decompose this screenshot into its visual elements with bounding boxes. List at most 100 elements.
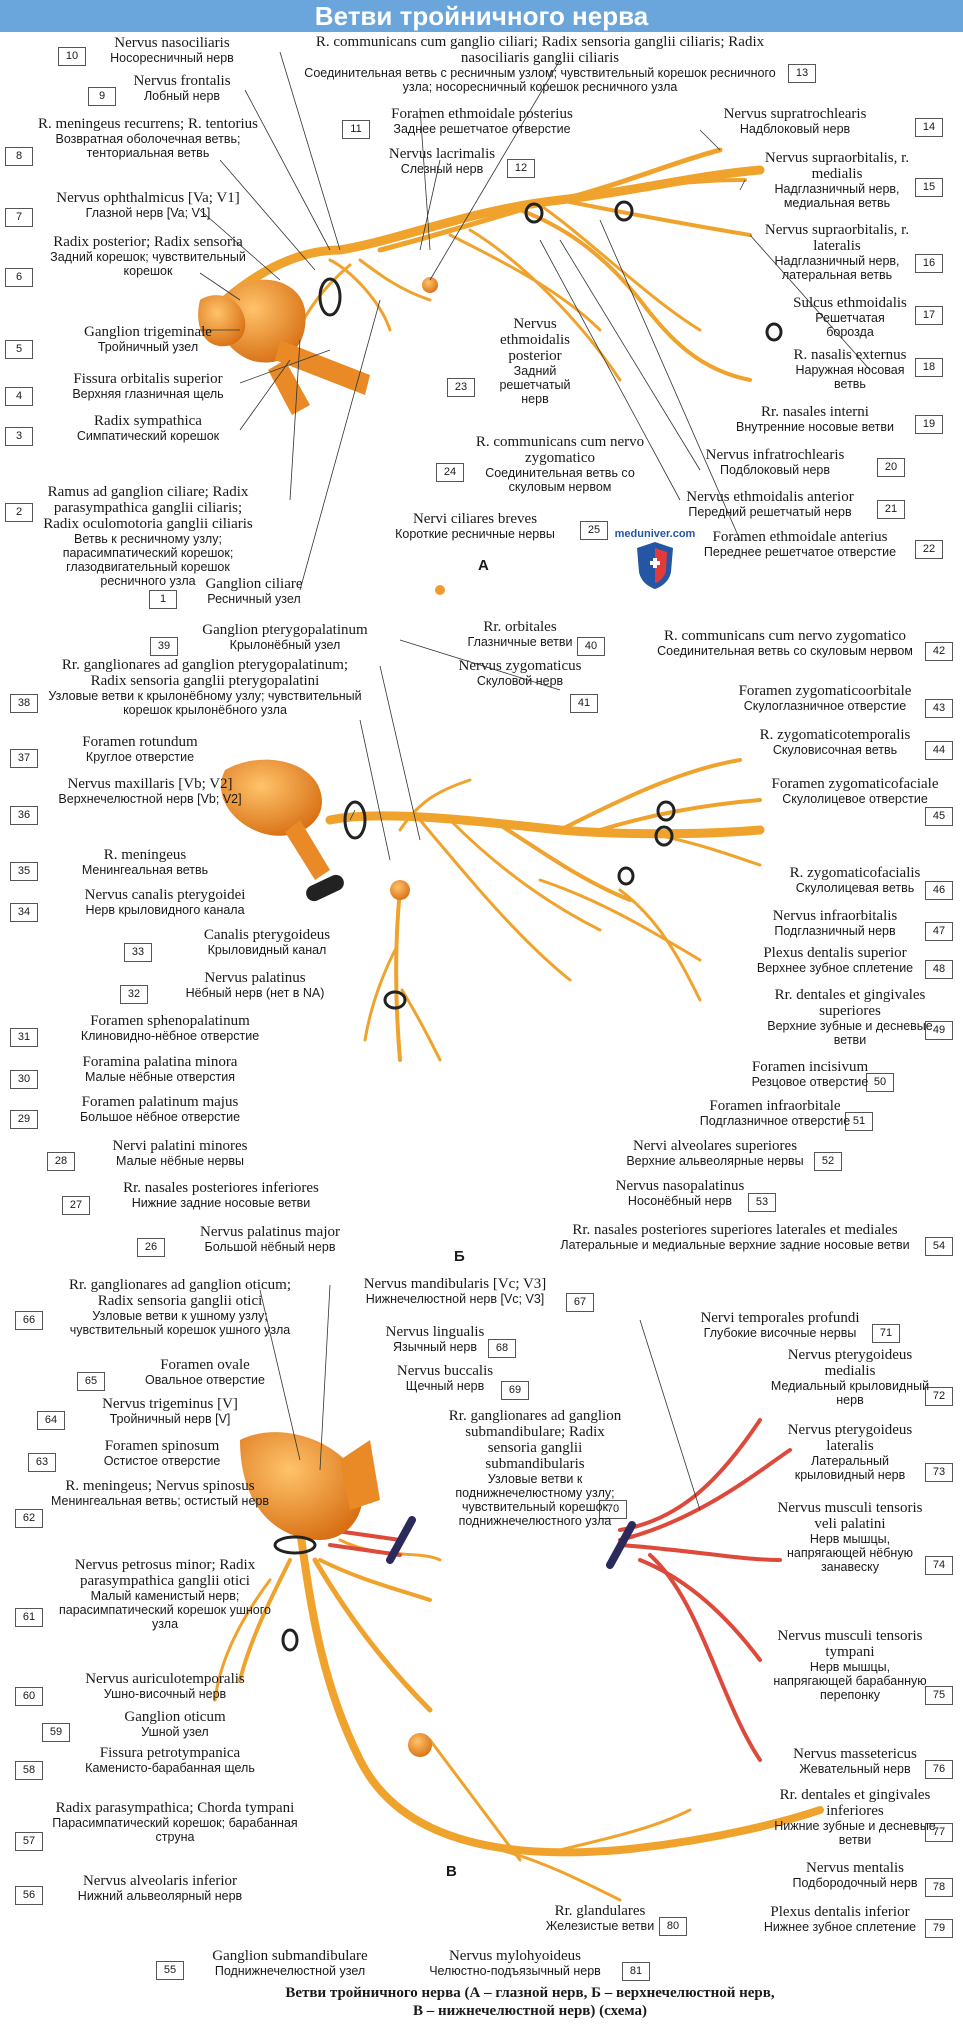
label-number-4: 4 bbox=[5, 387, 33, 406]
label-number-73: 73 bbox=[925, 1463, 953, 1482]
label-latin: Ganglion pterygopalatinum bbox=[202, 622, 368, 638]
label-latin: Nervus pterygoideus medialis bbox=[787, 1347, 913, 1379]
label-russian: Язычный нерв bbox=[392, 1340, 478, 1354]
label-russian: Симпатический корешок bbox=[76, 429, 220, 443]
label-number-64: 64 bbox=[37, 1411, 65, 1430]
label-number-61: 61 bbox=[15, 1608, 43, 1627]
label-russian: Наружная носовая ветвь bbox=[795, 363, 905, 391]
label-latin: Nervus palatinus major bbox=[200, 1224, 340, 1240]
label-number-81: 81 bbox=[622, 1962, 650, 1981]
label-latin: Foramen sphenopalatinum bbox=[90, 1013, 250, 1029]
label-latin: R. meningeus bbox=[103, 847, 187, 863]
label-russian: Скуловой нерв bbox=[476, 674, 564, 688]
label-latin: Nervus zygomaticus bbox=[458, 658, 582, 674]
label-number-41: 41 bbox=[570, 694, 598, 713]
label-latin: Foramen rotundum bbox=[82, 734, 198, 750]
label-number-2: 2 bbox=[5, 503, 33, 522]
label-number-15: 15 bbox=[915, 178, 943, 197]
label-russian: Менингеальная ветвь bbox=[81, 863, 209, 877]
label-russian: Носоресничный нерв bbox=[110, 51, 234, 65]
section-a-drawing bbox=[198, 147, 783, 415]
label-latin: Nervus infraorbitalis bbox=[772, 908, 898, 924]
label-latin: Nervus nasociliaris bbox=[114, 35, 230, 51]
label-russian: Лобный нерв bbox=[143, 89, 221, 103]
label-number-68: 68 bbox=[488, 1339, 516, 1358]
label-latin: Nervus musculi tensoris veli palatini bbox=[777, 1500, 923, 1532]
label-russian: Парасимпатический корешок; барабанная ст… bbox=[52, 1816, 298, 1844]
label-number-14: 14 bbox=[915, 118, 943, 137]
label-latin: Ganglion trigeminale bbox=[84, 324, 212, 340]
label-latin: Foramen zygomaticofaciale bbox=[771, 776, 939, 792]
label-latin: Rr. ganglionares ad ganglion submandibul… bbox=[448, 1408, 622, 1472]
label-number-49: 49 bbox=[925, 1021, 953, 1040]
label-number-6: 6 bbox=[5, 268, 33, 287]
label-number-36: 36 bbox=[10, 806, 38, 825]
label-latin: Nervus pterygoideus lateralis bbox=[787, 1422, 913, 1454]
label-russian: Надглазничный нерв, медиальная ветвь bbox=[774, 182, 900, 210]
label-latin: Nervi ciliares breves bbox=[412, 511, 538, 527]
label-latin: Nervus maxillaris [Vb; V2] bbox=[67, 776, 233, 792]
label-number-20: 20 bbox=[877, 458, 905, 477]
label-russian: Челюстно-подъязычный нерв bbox=[429, 1964, 601, 1978]
label-latin: R. zygomaticofacialis bbox=[789, 865, 921, 881]
label-russian: Нижнечелюстной нерв [Vc; V3] bbox=[365, 1292, 545, 1306]
label-russian: Малые нёбные нервы bbox=[116, 1154, 244, 1168]
label-latin: Nervus petrosus minor; Radix parasympath… bbox=[74, 1557, 256, 1589]
label-number-66: 66 bbox=[15, 1311, 43, 1330]
label-38: Rr. ganglionares ad ganglion pterygopala… bbox=[45, 657, 365, 717]
label-russian: Подглазничное отверстие bbox=[699, 1114, 851, 1128]
label-russian: Ветвь к ресничному узлу; парасимпатическ… bbox=[62, 532, 234, 588]
label-russian: Нижнее зубное сплетение bbox=[763, 1920, 917, 1934]
label-russian: Жевательный нерв bbox=[799, 1762, 911, 1776]
label-latin: R. zygomaticotemporalis bbox=[759, 727, 911, 743]
label-latin: Rr. nasales posteriores superiores later… bbox=[572, 1222, 898, 1238]
label-russian: Скулолицевое отверстие bbox=[782, 792, 928, 806]
label-number-22: 22 bbox=[915, 540, 943, 559]
figure-caption: Ветви тройничного нерва (А – глазной нер… bbox=[230, 1984, 830, 2020]
label-66: Rr. ganglionares ad ganglion oticum; Rad… bbox=[50, 1277, 310, 1337]
label-russian: Остистое отверстие bbox=[103, 1454, 221, 1468]
label-number-7: 7 bbox=[5, 208, 33, 227]
label-latin: Foramen incisivum bbox=[751, 1059, 869, 1075]
label-latin: R. communicans cum nervo zygomatico bbox=[475, 434, 645, 466]
label-latin: Nervus massetericus bbox=[793, 1746, 917, 1762]
label-number-50: 50 bbox=[866, 1073, 894, 1092]
label-latin: Nervus supraorbitalis, r. medialis bbox=[764, 150, 910, 182]
label-russian: Нижние задние носовые ветви bbox=[131, 1196, 311, 1210]
label-number-58: 58 bbox=[15, 1761, 43, 1780]
label-latin: Ramus ad ganglion ciliare; Radix parasym… bbox=[43, 484, 253, 532]
label-russian: Глубокие височные нервы bbox=[703, 1326, 857, 1340]
label-russian: Малый каменистый нерв; парасимпатический… bbox=[59, 1589, 271, 1631]
label-latin: Foramina palatina minora bbox=[82, 1054, 238, 1070]
label-number-80: 80 bbox=[659, 1917, 687, 1936]
label-number-54: 54 bbox=[925, 1237, 953, 1256]
label-russian: Соединительная ветвь с ресничным узлом; … bbox=[304, 66, 776, 94]
label-latin: Rr. ganglionares ad ganglion pterygopala… bbox=[61, 657, 349, 689]
label-russian: Большое нёбное отверстие bbox=[79, 1110, 241, 1124]
label-russian: Возвратная оболочечная ветвь; тенториаль… bbox=[55, 132, 241, 160]
label-latin: Fissura petrotympanica bbox=[99, 1745, 241, 1761]
caption-line-2: В – нижнечелюстной нерв) (схема) bbox=[413, 2003, 647, 2019]
label-number-52: 52 bbox=[814, 1152, 842, 1171]
label-russian: Тройничный узел bbox=[97, 340, 199, 354]
label-russian: Подблоковый нерв bbox=[719, 463, 831, 477]
